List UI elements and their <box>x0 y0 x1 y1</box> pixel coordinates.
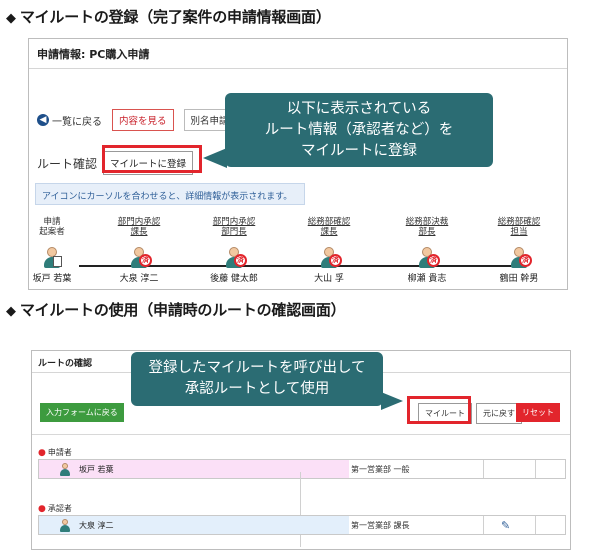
person-icon <box>41 247 63 269</box>
back-to-list-link[interactable]: 一覧に戻る <box>52 116 102 128</box>
cell-divider <box>483 516 484 534</box>
node-name: 大泉 淳二 <box>119 274 159 284</box>
node-title: 部門内承認課長 <box>117 217 161 237</box>
route-node[interactable]: 総務部確認課長 済 大山 孚 <box>294 217 364 284</box>
heading-text: マイルートの登録（完了案件の申請情報画面） <box>19 8 331 26</box>
cell-divider <box>535 516 536 534</box>
person-icon <box>59 463 71 476</box>
route-connector-line <box>79 265 524 267</box>
approved-stamp-icon: 済 <box>139 254 152 267</box>
node-name: 坂戸 若葉 <box>32 274 72 284</box>
applicant-section-label: ●申請者 <box>38 448 72 458</box>
route-node[interactable]: 申請起案者 坂戸 若葉 <box>29 217 87 284</box>
approved-stamp-icon: 済 <box>519 254 532 267</box>
applicant-name: 坂戸 若葉 <box>79 465 114 474</box>
document-icon <box>53 256 62 267</box>
node-title: 部門内承認部門長 <box>212 217 256 237</box>
view-content-button[interactable]: 内容を見る <box>112 109 174 131</box>
route-node[interactable]: 部門内承認課長 済 大泉 淳二 <box>104 217 174 284</box>
route-node[interactable]: 総務部確認担当 済 鶴田 幹男 <box>484 217 554 284</box>
callout-line: 承認ルートとして使用 <box>184 381 330 397</box>
route-node[interactable]: 部門内承認部門長 済 後藤 健太郎 <box>199 217 269 284</box>
diamond-marker: ◆ <box>6 11 16 26</box>
callout-line: マイルートに登録 <box>301 143 417 159</box>
node-name: 鶴田 幹男 <box>499 274 539 284</box>
info-message: アイコンにカーソルを合わせると、詳細情報が表示されます。 <box>35 183 305 205</box>
callout-pointer <box>381 392 403 410</box>
reset-button[interactable]: リセット <box>516 403 560 422</box>
heading-text: マイルートの使用（申請時のルートの確認画面） <box>19 301 346 319</box>
alias-apply-button[interactable]: 別名申請 <box>183 109 236 131</box>
approver-name-cell: 大泉 淳二 <box>39 516 349 534</box>
node-title: 総務部確認担当 <box>497 217 541 237</box>
column-divider <box>300 472 301 547</box>
edit-person-icon[interactable]: ✎ <box>501 519 511 532</box>
callout-pointer <box>203 148 227 168</box>
highlight-frame <box>407 396 471 424</box>
approver-row[interactable]: 大泉 淳二 第一営業部 課長 ✎ <box>38 515 566 535</box>
applicant-name-cell: 坂戸 若葉 <box>39 460 349 478</box>
back-to-form-button[interactable]: 入力フォームに戻る <box>40 403 124 422</box>
person-icon: 済 <box>223 247 247 269</box>
person-icon: 済 <box>318 247 342 269</box>
route-confirm-label: ルート確認 <box>37 156 98 171</box>
approver-dept: 第一営業部 課長 <box>351 521 410 530</box>
applicant-dept: 第一営業部 一般 <box>351 465 410 474</box>
node-name: 後藤 健太郎 <box>210 274 258 284</box>
action-row: ◀ 一覧に戻る 内容を見る 別名申請 <box>37 109 246 131</box>
person-icon: 済 <box>508 247 532 269</box>
highlight-frame <box>102 145 202 173</box>
applicant-row[interactable]: 坂戸 若葉 第一営業部 一般 <box>38 459 566 479</box>
arrow-left-icon[interactable]: ◀ <box>37 114 49 126</box>
approver-name: 大泉 淳二 <box>79 521 114 530</box>
cell-divider <box>535 460 536 478</box>
approved-stamp-icon: 済 <box>329 254 342 267</box>
node-name: 大山 孚 <box>314 274 344 284</box>
panel-title: 申請情報: PC購入申請 <box>29 39 567 69</box>
callout-register-note: 以下に表示されている ルート情報（承認者など）を マイルートに登録 <box>225 93 493 167</box>
divider <box>32 434 570 435</box>
node-name: 柳瀬 貴志 <box>407 274 447 284</box>
person-icon <box>59 519 71 532</box>
node-title: 総務部確認課長 <box>307 217 351 237</box>
callout-line: ルート情報（承認者など）を <box>264 122 454 138</box>
callout-use-note: 登録したマイルートを呼び出して 承認ルートとして使用 <box>131 352 383 406</box>
node-title: 総務部決裁部長 <box>405 217 449 237</box>
person-icon: 済 <box>128 247 152 269</box>
approved-stamp-icon: 済 <box>427 254 440 267</box>
approver-section-label: ●承認者 <box>38 504 72 514</box>
callout-line: 以下に表示されている <box>286 101 432 117</box>
section-heading-use: ◆マイルートの使用（申請時のルートの確認画面） <box>6 299 346 320</box>
callout-line: 登録したマイルートを呼び出して <box>148 360 366 376</box>
approved-stamp-icon: 済 <box>234 254 247 267</box>
cell-divider <box>483 460 484 478</box>
node-title: 申請起案者 <box>39 217 65 237</box>
route-node[interactable]: 総務部決裁部長 済 柳瀬 貴志 <box>392 217 462 284</box>
diamond-marker: ◆ <box>6 304 16 319</box>
section-heading-register: ◆マイルートの登録（完了案件の申請情報画面） <box>6 6 331 27</box>
person-icon: 済 <box>416 247 440 269</box>
